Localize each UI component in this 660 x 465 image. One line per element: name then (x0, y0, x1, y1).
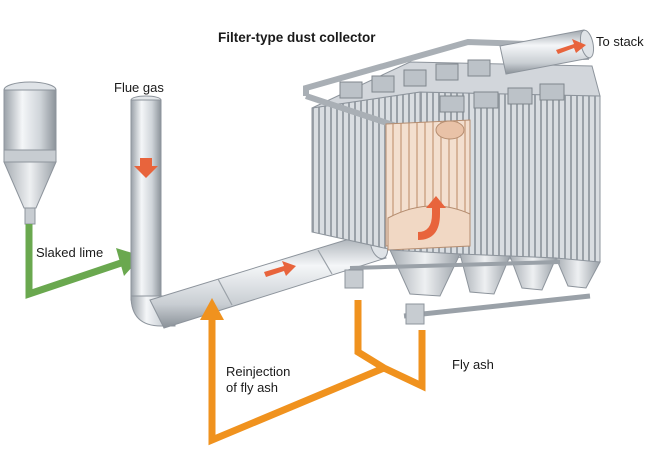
reinjection-label-line2: of fly ash (226, 380, 279, 395)
flue-gas-label: Flue gas (114, 80, 164, 95)
collector-title: Filter-type dust collector (218, 30, 376, 45)
lime-silo (3, 81, 57, 225)
stack-outlet-duct (499, 29, 595, 75)
reinjection-label-line1: Reinjection (226, 364, 291, 379)
fly-ash-label: Fly ash (452, 357, 494, 372)
flue-gas-pipe (130, 95, 176, 327)
duct-flow-arrow (264, 261, 296, 277)
collector-upflow-arrow (418, 196, 446, 240)
flue-gas-down-arrow (134, 158, 158, 178)
to-stack-arrow (556, 39, 586, 54)
slaked-lime-label: Slaked lime (36, 245, 104, 260)
filter-dust-collector (303, 38, 601, 325)
to-stack-label: To stack (596, 34, 644, 49)
reinjection-arrowhead (200, 298, 224, 320)
fly-ash-reinjection-arrow (208, 300, 426, 446)
